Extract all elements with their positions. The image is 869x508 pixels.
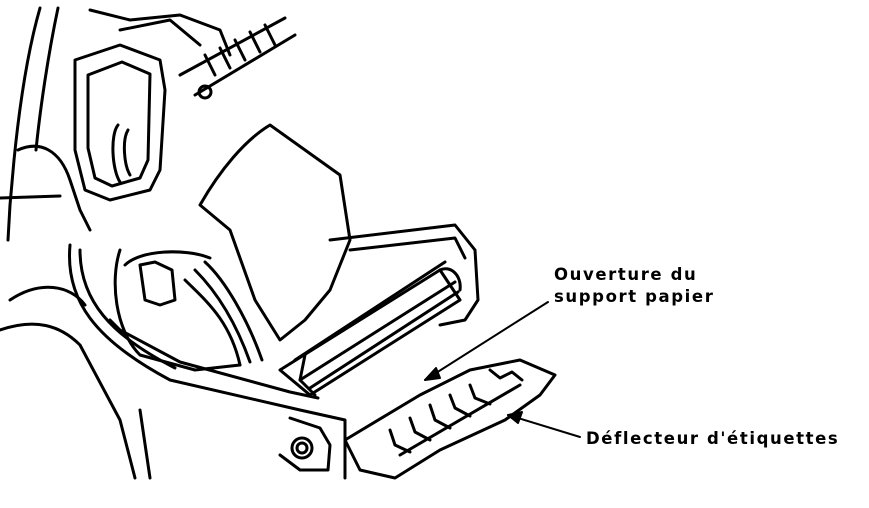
callout-label-deflector: Déflecteur d'étiquettes (586, 428, 839, 450)
callout-opening-line-1: Ouverture du (554, 265, 698, 284)
arrowhead-deflector (507, 411, 523, 424)
leader-line-opening (424, 301, 549, 381)
callout-deflector-text: Déflecteur d'étiquettes (586, 429, 840, 448)
callout-opening-line-2: support papier (554, 287, 715, 306)
platen-roller (278, 260, 462, 397)
media-roll (113, 123, 352, 372)
printer-base (0, 223, 480, 480)
label-deflector-part (343, 358, 557, 480)
cover-spring (178, 16, 297, 100)
printer-cover (0, 6, 232, 242)
callout-media-holder-opening: Ouverture du support papier (554, 264, 714, 308)
arrowhead-opening (424, 367, 441, 381)
callout-leaders (424, 301, 581, 438)
